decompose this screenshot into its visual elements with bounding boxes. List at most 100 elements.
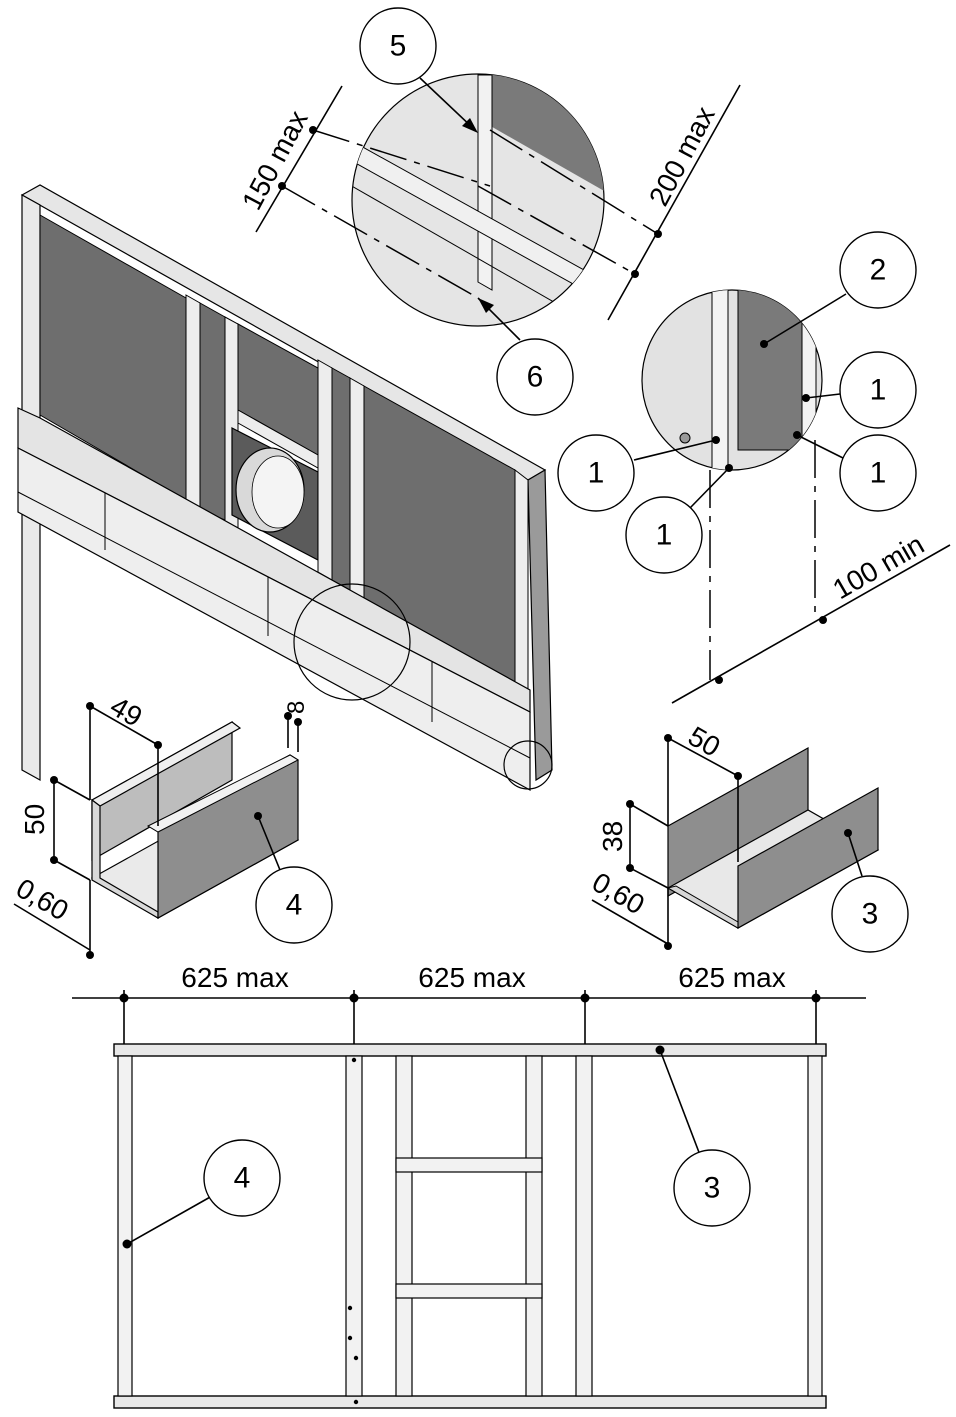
leader-1d-dot bbox=[725, 464, 733, 472]
dim-150-label: 150 max bbox=[236, 105, 314, 214]
frame-right-stud bbox=[807, 1055, 823, 1397]
leader-2-dot bbox=[760, 340, 768, 348]
dim-49-dot-a bbox=[86, 702, 94, 710]
frame-bottom-rail bbox=[113, 1395, 827, 1409]
base-cladding-lower bbox=[17, 447, 531, 792]
span-dot-4 bbox=[811, 993, 821, 1003]
callout-5: 5 bbox=[359, 7, 437, 85]
dim-50-left-dot-a bbox=[50, 776, 58, 784]
detail-top-rail bbox=[352, 139, 604, 311]
dim-200-ext-b bbox=[477, 185, 636, 275]
cladding-line bbox=[17, 491, 531, 759]
span-label-2: 625 max bbox=[418, 962, 525, 993]
dim-8-label: 8 bbox=[283, 701, 310, 714]
profile-3-channel: 50 38 0,60 bbox=[587, 720, 880, 950]
callout-3-profile: 3 bbox=[831, 875, 909, 953]
callout-2: 2 bbox=[839, 231, 917, 309]
wall-stud-3 bbox=[317, 359, 333, 581]
opening-sill bbox=[395, 1283, 543, 1299]
callout-3-frame: 3 bbox=[673, 1149, 751, 1227]
dim-100-line bbox=[671, 544, 951, 704]
leader-1d bbox=[689, 467, 730, 509]
leader-1b bbox=[796, 434, 844, 459]
frame-screw-4 bbox=[353, 1399, 359, 1405]
span-label-1: 625 max bbox=[181, 962, 288, 993]
dim-38-ext-b bbox=[629, 867, 669, 889]
svg-text:1: 1 bbox=[870, 374, 887, 407]
dim-38-dot-b bbox=[626, 864, 634, 872]
dim-50-left-label: 50 bbox=[19, 804, 50, 835]
leader-4-frame-dot bbox=[122, 1239, 132, 1249]
leader-1a bbox=[805, 393, 841, 399]
dim-150-ext-b bbox=[281, 185, 479, 299]
dim-100-dot-b bbox=[819, 616, 827, 624]
svg-text:1: 1 bbox=[870, 457, 887, 490]
detail-circle-corner bbox=[503, 740, 553, 790]
leader-1c-dot bbox=[712, 436, 720, 444]
dim-49-line bbox=[89, 705, 159, 746]
dim-200-ext-a bbox=[489, 129, 659, 235]
frame-stud-2 bbox=[345, 1055, 363, 1397]
svg-text:1: 1 bbox=[588, 457, 605, 490]
profile-3-front-wall bbox=[737, 786, 879, 930]
dim-50-right-label: 50 bbox=[683, 720, 725, 762]
opening-header bbox=[395, 1157, 543, 1173]
dim-8-dot-a bbox=[284, 712, 292, 720]
leader-4-profile-dot bbox=[254, 812, 262, 820]
dim-150-line bbox=[255, 85, 343, 233]
svg-text:3: 3 bbox=[704, 1172, 721, 1205]
leader-3-profile bbox=[847, 832, 863, 877]
dim-50-right-dot-a bbox=[664, 734, 672, 742]
svg-text:1: 1 bbox=[656, 519, 673, 552]
detail-right-cladding bbox=[801, 290, 817, 451]
dim-060-left-dot bbox=[86, 951, 94, 959]
dim-38-label: 38 bbox=[597, 821, 628, 852]
leader-6-arrow bbox=[478, 298, 494, 313]
leader-3-frame-dot bbox=[655, 1045, 665, 1055]
frame-stud-3 bbox=[575, 1055, 593, 1397]
dim-8-dot-b bbox=[294, 718, 302, 726]
leader-1a-dot bbox=[802, 394, 810, 402]
frame-screw-2 bbox=[347, 1335, 353, 1341]
leader-4-frame bbox=[126, 1195, 213, 1245]
dim-150-ext-a bbox=[312, 129, 491, 187]
dim-100-dot-a bbox=[715, 676, 723, 684]
wall-stud-1 bbox=[185, 294, 201, 511]
leader-2 bbox=[763, 293, 847, 345]
span-dot-3 bbox=[580, 993, 590, 1003]
span-dot-1 bbox=[119, 993, 129, 1003]
frame-top-rail bbox=[113, 1043, 827, 1057]
detail-right-panel bbox=[737, 290, 803, 451]
span-dot-2 bbox=[349, 993, 359, 1003]
svg-text:4: 4 bbox=[286, 889, 303, 922]
frame-screw-3 bbox=[353, 1355, 359, 1361]
dim-38-dot-a bbox=[626, 800, 634, 808]
detail-circle-joint bbox=[293, 583, 411, 701]
callout-1-bottom: 1 bbox=[625, 496, 703, 574]
base-cladding-upper bbox=[17, 407, 531, 713]
frame-screw-5 bbox=[351, 1057, 357, 1063]
insulation-panel-2 bbox=[199, 302, 226, 521]
svg-text:4: 4 bbox=[234, 1162, 251, 1195]
callout-4-frame: 4 bbox=[203, 1139, 281, 1217]
leader-4-profile bbox=[257, 815, 281, 871]
svg-text:3: 3 bbox=[862, 898, 879, 931]
dim-200-line bbox=[607, 84, 741, 321]
dim-060-left-line bbox=[13, 903, 91, 951]
dim-200-label: 200 max bbox=[643, 101, 721, 210]
wall-right-edge bbox=[527, 468, 553, 782]
leader-1c bbox=[633, 439, 717, 461]
leader-3-frame bbox=[659, 1049, 701, 1156]
frame-left-stud bbox=[117, 1055, 133, 1397]
dim-200-dot-b bbox=[631, 270, 639, 278]
detail-right-stud bbox=[711, 290, 729, 470]
opening-stud-right bbox=[525, 1055, 543, 1397]
dim-50-left-dot-b bbox=[50, 856, 58, 864]
dim-060-right-dot bbox=[664, 942, 672, 950]
svg-text:2: 2 bbox=[870, 254, 887, 287]
callout-1-right-upper: 1 bbox=[839, 351, 917, 429]
span-label-3: 625 max bbox=[678, 962, 785, 993]
dim-50-left-ext-b bbox=[53, 859, 91, 881]
callout-6: 6 bbox=[496, 338, 574, 416]
